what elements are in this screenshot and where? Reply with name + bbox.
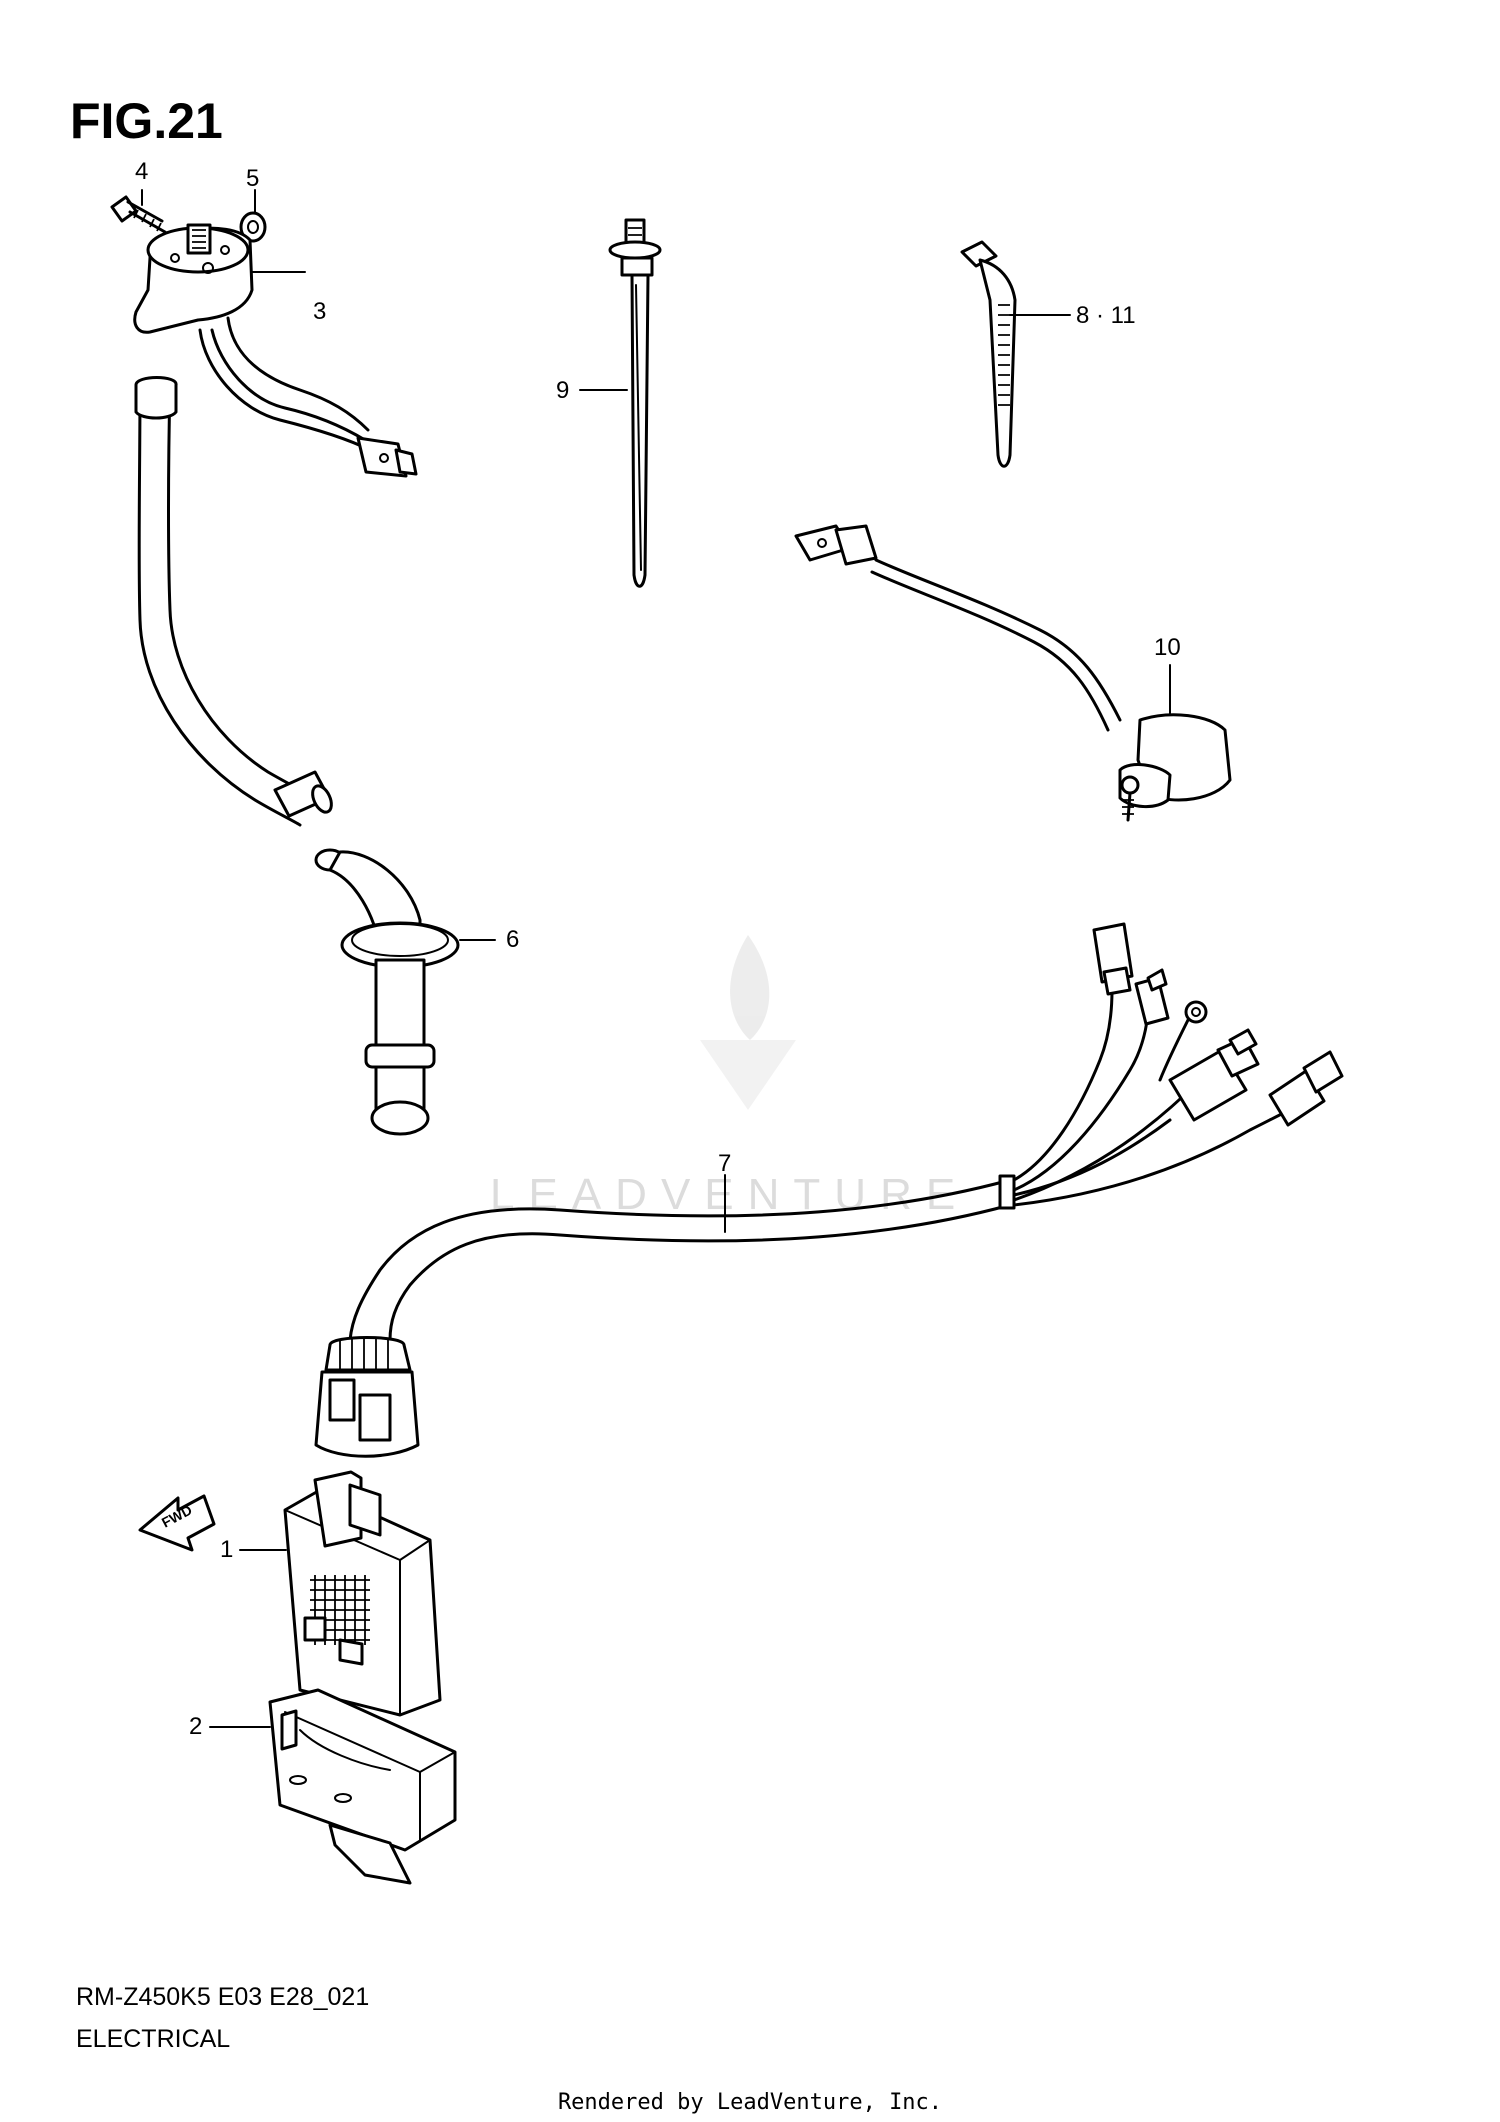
ecu-part-1[interactable] [283, 1470, 442, 1717]
callout-5[interactable]: 5 [246, 165, 260, 192]
section-name: ELECTRICAL [76, 2025, 231, 2053]
cable-tie-part-8-11[interactable] [960, 240, 1017, 468]
forward-direction-arrow: FWD [138, 1494, 216, 1552]
figure-title: FIG.21 [70, 93, 223, 149]
ecu-holder-part-2[interactable] [268, 1688, 457, 1885]
wiring-harness-part-7[interactable] [314, 922, 1344, 1458]
bolt-part-4[interactable] [110, 195, 167, 234]
callout-7[interactable]: 7 [718, 1150, 732, 1177]
switch-part-10[interactable] [794, 524, 1232, 822]
callout-8-11[interactable]: 8 · 11 [1076, 302, 1136, 329]
callout-4[interactable]: 4 [135, 158, 149, 185]
plug-cap-part-6[interactable] [314, 848, 460, 1136]
callout-2[interactable]: 2 [189, 1713, 203, 1740]
callout-1[interactable]: 1 [220, 1536, 234, 1563]
callout-9[interactable]: 9 [556, 377, 570, 404]
watermark-logo [700, 935, 796, 1110]
rendered-by-credit: Rendered by LeadVenture, Inc. [557, 2090, 943, 2115]
callout-3[interactable]: 3 [313, 298, 327, 325]
cable-tie-part-9[interactable] [608, 218, 662, 588]
model-code: RM-Z450K5 E03 E28_021 [76, 1983, 370, 2011]
callout-6[interactable]: 6 [506, 926, 520, 953]
leader-lines [141, 189, 1171, 1728]
washer-part-5[interactable] [239, 211, 267, 243]
callout-10[interactable]: 10 [1154, 634, 1181, 661]
sensor-part-3[interactable] [133, 223, 418, 827]
